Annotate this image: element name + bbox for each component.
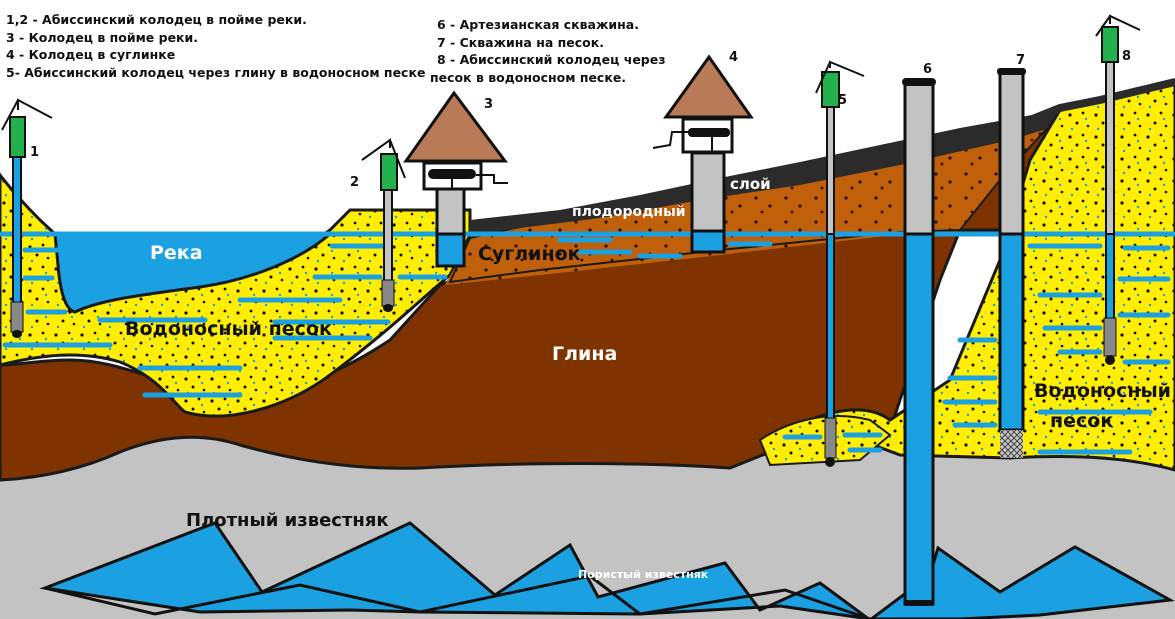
well-number-5: 5 (838, 93, 848, 108)
well-number-8: 8 (1122, 49, 1132, 64)
legend-item: песок в водоносном песке. (430, 69, 627, 85)
well-number-1: 1 (30, 145, 40, 160)
label-porous-limestone: Пористый известняк (578, 568, 709, 581)
label-river: Река (150, 242, 203, 264)
label-loam: Суглинок (478, 243, 581, 265)
well-6-artesian (902, 78, 936, 606)
pump-icon (9, 116, 26, 158)
filter-mesh-icon (1000, 430, 1023, 458)
well-5-abyssinian (815, 60, 865, 467)
label-fertile-2: слой (730, 175, 771, 193)
pump-icon (380, 153, 398, 191)
label-aquifer-sand-left: Водоносный песок (125, 318, 332, 340)
water-streaks (2, 237, 1171, 455)
legend-item: 4 - Колодец в суглинке (6, 47, 176, 62)
well-4-dug (652, 54, 754, 254)
roof-icon (663, 54, 754, 119)
label-aquifer-sand-right-2: песок (1050, 410, 1114, 432)
label-aquifer-sand-right-1: Водоносный (1034, 380, 1171, 402)
legend-item: 7 - Скважина на песок. (437, 34, 604, 50)
well-2-abyssinian (361, 138, 406, 312)
well-number-6: 6 (923, 62, 933, 77)
legend-item: 3 - Колодец в пойме реки. (6, 29, 199, 45)
well-number-7: 7 (1016, 53, 1026, 68)
label-clay: Глина (552, 343, 618, 365)
roof-icon (403, 90, 508, 163)
label-fertile-1: плодородный (572, 204, 686, 220)
well-number-3: 3 (484, 97, 494, 112)
legend-right: 6 - Артезианская скважина. 7 - Скважина … (430, 16, 665, 86)
aquifer-sand-right (805, 78, 1175, 472)
well-number-4: 4 (729, 50, 739, 65)
pump-icon (821, 71, 840, 108)
legend-item: 8 - Абиссинский колодец через (437, 52, 666, 67)
river (53, 232, 335, 314)
well-1-abyssinian (1, 98, 53, 338)
legend-item: 6 - Артезианская скважина. (437, 17, 639, 32)
well-3-dug (403, 90, 508, 268)
well-number-2: 2 (350, 175, 360, 190)
legend-item: 5- Абиссинский колодец через глину в вод… (6, 64, 426, 80)
pump-icon (1101, 26, 1119, 63)
label-dense-limestone: Плотный известняк (186, 510, 389, 531)
well-7-sand-borehole (997, 68, 1026, 458)
legend-item: 1,2 - Абиссинский колодец в пойме реки. (6, 12, 307, 27)
well-8-abyssinian (1095, 14, 1141, 365)
legend-left: 1,2 - Абиссинский колодец в пойме реки. … (6, 11, 425, 81)
